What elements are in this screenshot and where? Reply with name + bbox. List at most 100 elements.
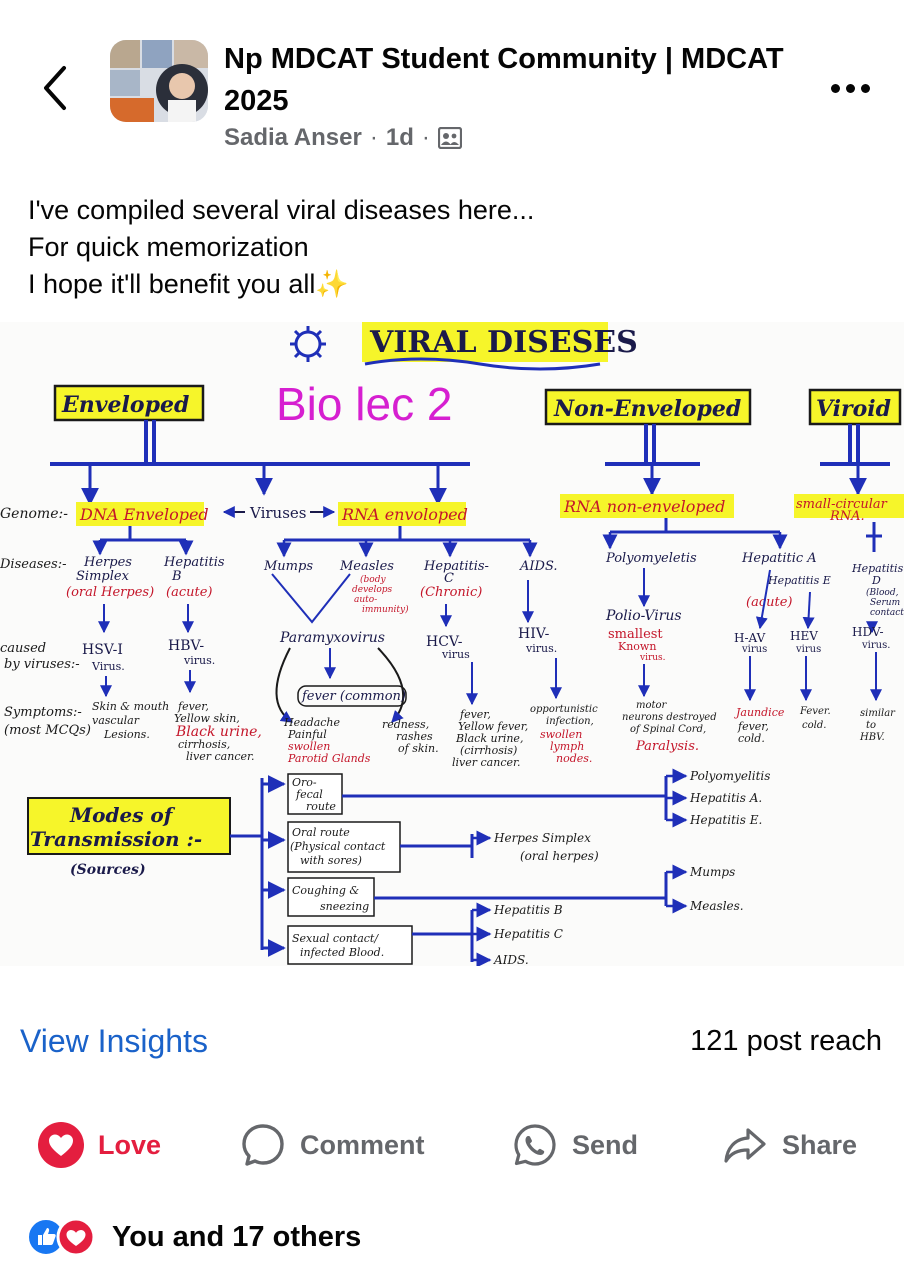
virus-hdv-2: virus. bbox=[861, 640, 890, 651]
love-reaction-small-icon bbox=[56, 1217, 96, 1257]
target-oral-2: (oral herpes) bbox=[520, 849, 599, 863]
meta-separator: · bbox=[369, 124, 378, 151]
route-sexual-1: Sexual contact/ bbox=[292, 932, 379, 945]
virus-hiv-2: virus. bbox=[525, 642, 557, 655]
row-label-caused-2: by viruses:- bbox=[4, 657, 80, 672]
symptom-polio-4: Paralysis. bbox=[635, 739, 699, 754]
share-label: Share bbox=[782, 1129, 858, 1160]
reaction-icons bbox=[27, 1217, 106, 1257]
love-button[interactable]: Love bbox=[38, 1110, 161, 1180]
target-orofecal-1: Polyomyelitis bbox=[689, 769, 770, 783]
symptom-hav-3: cold. bbox=[738, 732, 765, 745]
target-orofecal-3: Hepatitis E. bbox=[689, 813, 762, 827]
more-dot-icon bbox=[830, 83, 840, 93]
more-options-button[interactable] bbox=[820, 68, 880, 108]
share-arrow-icon bbox=[724, 1128, 766, 1163]
genome-rna: RNA envoloped bbox=[341, 505, 468, 524]
symptom-hsv-1: Skin & mouth bbox=[92, 700, 169, 713]
post-line: For quick memorization bbox=[28, 232, 309, 262]
symptom-hiv-2: infection, bbox=[546, 716, 594, 727]
share-button[interactable]: Share bbox=[722, 1110, 857, 1180]
row-label-symptoms-1: Symptoms:- bbox=[4, 705, 82, 720]
measles-note-2: develops bbox=[352, 585, 393, 595]
symptom-hbv-5: liver cancer. bbox=[186, 750, 255, 763]
disease-herpes-2: Simplex bbox=[76, 569, 130, 584]
measles-note-3: auto- bbox=[354, 595, 377, 605]
symptom-hiv-4: lymph bbox=[550, 740, 584, 753]
send-button[interactable]: Send bbox=[512, 1110, 638, 1180]
view-insights-link[interactable]: View Insights bbox=[20, 1023, 208, 1059]
category-non-enveloped: Non-Enveloped bbox=[553, 396, 741, 422]
symptom-hcv-3: Black urine, bbox=[455, 732, 523, 745]
virus-polio-4: virus. bbox=[639, 653, 666, 663]
reaction-summary-text: You and 17 others bbox=[112, 1220, 362, 1253]
comment-button[interactable]: Comment bbox=[240, 1110, 425, 1180]
symptom-hcv-4: (cirrhosis) bbox=[460, 744, 517, 757]
disease-hepe: Hepatitis E bbox=[767, 574, 831, 587]
symptom-hiv-1: opportunistic bbox=[530, 704, 598, 715]
diagram-subtitle: Bio lec 2 bbox=[276, 378, 452, 430]
group-avatar[interactable] bbox=[110, 40, 208, 122]
more-dot-icon bbox=[860, 83, 870, 93]
symptom-hev-1: Fever. bbox=[799, 706, 831, 717]
post-image[interactable]: VIRAL DISESES Bio lec 2 Enveloped Non-En… bbox=[0, 322, 904, 968]
virus-hcv-1: HCV- bbox=[426, 634, 463, 650]
insights-row: View Insights 121 post reach bbox=[0, 1015, 904, 1071]
virus-hev-1: HEV bbox=[790, 629, 818, 643]
disease-acute2: (acute) bbox=[746, 595, 792, 610]
target-cough-2: Measles. bbox=[689, 899, 744, 913]
disease-hepd-2: D bbox=[871, 574, 881, 587]
reactions-summary[interactable]: You and 17 others bbox=[27, 1212, 362, 1262]
disease-hepb-3: (acute) bbox=[166, 585, 212, 600]
disease-hepc-2: C bbox=[444, 571, 454, 586]
symptom-hdv-2: to bbox=[866, 720, 876, 731]
symptom-measles-2: rashes bbox=[396, 730, 433, 743]
target-orofecal-2: Hepatitis A. bbox=[689, 791, 762, 805]
disease-hepa: Hepatitic A bbox=[741, 551, 817, 566]
genome-viruses: Viruses bbox=[249, 504, 306, 522]
group-name[interactable]: Np MDCAT Student Community | MDCAT 2025 bbox=[224, 43, 784, 117]
route-orofecal-3: route bbox=[306, 800, 336, 813]
author-name[interactable]: Sadia Anser bbox=[224, 124, 362, 151]
genome-viroid-1: small-circular bbox=[796, 497, 888, 512]
modes-title-2: Transmission :- bbox=[30, 827, 202, 851]
symptom-hav-1: Jaundice bbox=[734, 706, 785, 719]
post-time[interactable]: 1d bbox=[385, 124, 414, 151]
love-label: Love bbox=[98, 1129, 162, 1160]
symptom-measles-1: redness, bbox=[382, 718, 429, 731]
route-cough-2: sneezing bbox=[320, 900, 369, 913]
post-header: Np MDCAT Student Community | MDCAT 2025 … bbox=[0, 0, 904, 175]
disease-hepc-1: Hepatitis- bbox=[423, 559, 489, 574]
symptom-polio-3: of Spinal Cord, bbox=[630, 724, 706, 735]
post-reach: 121 post reach bbox=[690, 1025, 882, 1057]
disease-hepb-2: B bbox=[171, 569, 182, 584]
route-orofecal-2: fecal bbox=[295, 788, 323, 801]
symptom-hiv-5: nodes. bbox=[556, 752, 592, 765]
virus-hav-2: virus bbox=[741, 644, 767, 655]
disease-herpes-1: Herpes bbox=[83, 555, 132, 570]
route-cough-1: Coughing & bbox=[292, 884, 359, 897]
meta-separator-2: · bbox=[421, 124, 430, 151]
disease-polio: Polyomyeletis bbox=[605, 551, 697, 566]
symptom-hbv-3: Black urine, bbox=[175, 724, 262, 740]
post-line: I hope it'll benefit you all✨ bbox=[28, 269, 349, 299]
row-label-diseases: Diseases:- bbox=[0, 557, 67, 572]
virus-hiv-1: HIV- bbox=[518, 626, 550, 642]
back-button[interactable] bbox=[30, 58, 80, 118]
action-bar: Love Comment Send Share bbox=[0, 1110, 904, 1180]
symptom-hdv-1: similar bbox=[860, 708, 896, 719]
category-viroid: Viroid bbox=[816, 396, 891, 422]
symptom-mumps-3: swollen bbox=[288, 740, 330, 753]
symptom-mumps-4: Parotid Glands bbox=[287, 752, 371, 765]
post-text: I've compiled several viral diseases her… bbox=[28, 192, 878, 303]
genome-label: Genome:- bbox=[0, 506, 68, 522]
group-privacy-icon bbox=[437, 127, 462, 149]
virus-icon bbox=[290, 326, 326, 362]
virus-hbv-2: virus. bbox=[183, 654, 215, 667]
row-label-caused-1: caused bbox=[0, 641, 46, 656]
virus-hsv-1: HSV-I bbox=[82, 642, 123, 658]
symptom-fever-common: fever (common) bbox=[301, 689, 406, 704]
measles-note-4: immunity) bbox=[362, 604, 409, 615]
target-oral-1: Herpes Simplex bbox=[493, 831, 591, 845]
route-orofecal-1: Oro- bbox=[292, 776, 317, 789]
